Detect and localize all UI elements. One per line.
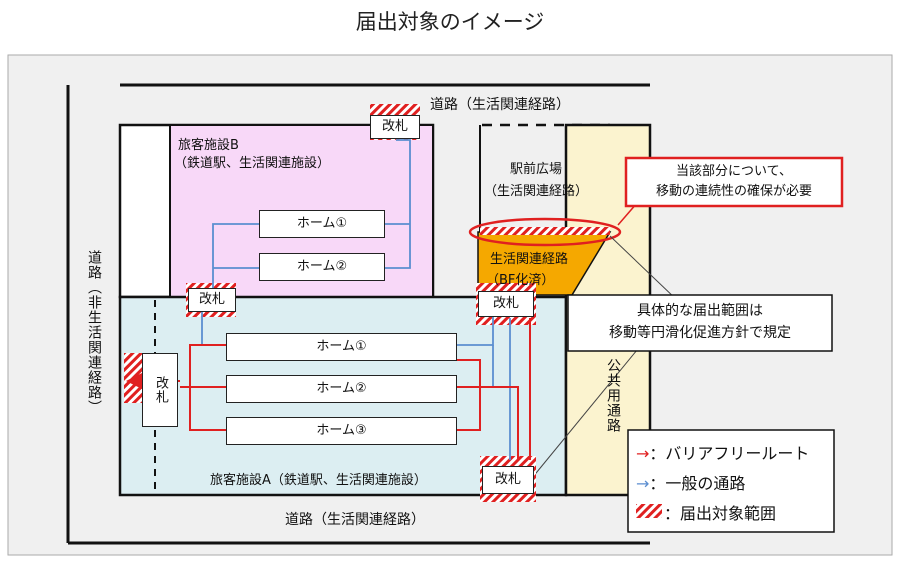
left-road-label: 道路（非生活関連経路） bbox=[86, 250, 102, 415]
plaza-sub: （生活関連経路） bbox=[484, 184, 589, 199]
facility-a-home-1: ホーム① bbox=[226, 333, 457, 361]
legend-red-arrow-glyph: → bbox=[636, 444, 650, 463]
legend-general: →：一般の通路 bbox=[636, 470, 745, 494]
gate-left: 改札 bbox=[142, 353, 178, 427]
legend-barrier-free-text: ：バリアフリールート bbox=[649, 444, 810, 463]
facility-a-home-3: ホーム③ bbox=[226, 417, 457, 445]
public-passage-label: 公共用通路 bbox=[605, 358, 621, 433]
top-road-label: 道路（生活関連経路） bbox=[430, 97, 570, 113]
gate-facility-a-right: 改札 bbox=[478, 291, 534, 317]
legend-hatch-swatch bbox=[636, 504, 662, 518]
gate-facility-b-bottom: 改札 bbox=[188, 288, 236, 312]
facility-a-home-2: ホーム② bbox=[226, 375, 457, 403]
barrier-free-paths bbox=[126, 318, 531, 460]
facility-a-name: 旅客施設A（鉄道駅、生活関連施設） bbox=[210, 473, 427, 488]
facility-b-sub: （鉄道駅、生活関連施設） bbox=[174, 156, 331, 171]
plaza-name: 駅前広場 bbox=[510, 162, 563, 177]
facility-b-home-2: ホーム② bbox=[259, 253, 385, 281]
facility-b-name: 旅客施設B bbox=[178, 138, 239, 153]
scope-callout-line-2: 移動等円滑化促進方針で規定 bbox=[609, 325, 791, 341]
legend-target: ：届出対象範囲 bbox=[664, 504, 777, 523]
route-hatch-strip bbox=[480, 227, 610, 235]
bottom-road-label: 道路（生活関連経路） bbox=[285, 512, 425, 528]
legend-general-text: ：一般の通路 bbox=[649, 474, 746, 493]
gate-top: 改札 bbox=[370, 115, 420, 139]
red-callout-line-1: 当該部分について、 bbox=[676, 164, 792, 179]
highlight-ellipse bbox=[468, 217, 622, 247]
gate-bottom: 改札 bbox=[482, 466, 534, 494]
facility-b-home-1: ホーム① bbox=[259, 210, 385, 238]
legend-barrier-free: →：バリアフリールート bbox=[636, 440, 809, 464]
bf-route-name: 生活関連経路 bbox=[490, 252, 569, 267]
red-callout-line-2: 移動の連続性の確保が必要 bbox=[655, 184, 812, 199]
scope-callout-line-1: 具体的な届出範囲は bbox=[637, 303, 763, 319]
scope-callout: 具体的な届出範囲は 移動等円滑化促進方針で規定 bbox=[572, 300, 828, 344]
legend-blue-arrow-icon: → bbox=[636, 474, 650, 493]
bf-route-sub: （BF化済） bbox=[486, 273, 555, 288]
legend-frame bbox=[627, 429, 835, 533]
page-title: 届出対象のイメージ bbox=[355, 10, 545, 34]
red-callout: 当該部分について、 移動の連続性の確保が必要 bbox=[630, 162, 838, 202]
